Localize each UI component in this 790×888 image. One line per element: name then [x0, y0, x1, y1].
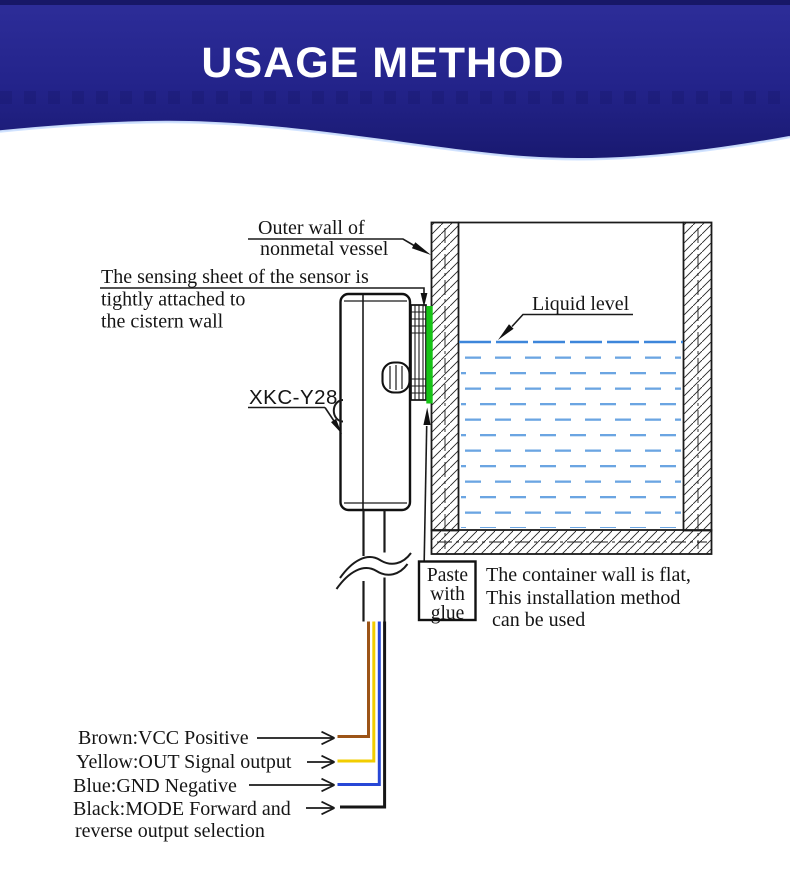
black-arrow: [306, 800, 335, 816]
outer-wall-label-line2: nonmetal vessel: [260, 238, 389, 260]
sensing-sheet-label-line1: The sensing sheet of the sensor is: [101, 266, 369, 288]
blue-arrow: [249, 777, 335, 793]
annotation-texts: Outer wall of nonmetal vessel The sensin…: [101, 217, 691, 631]
header-banner: USAGE METHOD: [0, 0, 790, 178]
annotation-leaders: [100, 238, 633, 561]
sensor: [332, 292, 433, 512]
sensor-cable-gland-bump: [332, 399, 344, 423]
page-title: USAGE METHOD: [201, 39, 565, 87]
liquid-level-leader: [511, 313, 633, 328]
liquid-level-label: Liquid level: [532, 293, 630, 315]
sensor-model-label: XKC-Y28: [249, 386, 338, 409]
sensing-strip: [426, 306, 433, 404]
model-arrowhead: [331, 418, 342, 434]
wire-black: [340, 621, 387, 809]
sensor-body: [339, 292, 412, 512]
yellow-arrow: [307, 754, 335, 770]
banner-top-strip: [0, 0, 790, 5]
wire-label-black-line1: Black:MODE Forward and: [73, 798, 291, 820]
wire-label-brown: Brown:VCC Positive: [78, 727, 249, 749]
wire-label-blue: Blue:GND Negative: [73, 775, 237, 797]
liquid: [459, 340, 683, 528]
paste-line1: Paste: [427, 565, 468, 586]
outer-wall-leader: [248, 238, 415, 247]
outer-wall-label-line1: Outer wall of: [258, 217, 365, 239]
brown-arrow: [257, 730, 335, 746]
sensing-sheet-leader: [100, 287, 425, 295]
cable-break-wave-upper: [339, 552, 412, 579]
wire-brown: [337, 621, 370, 738]
bracket-vertical-lines: [414, 305, 424, 400]
installation-note-line1: The container wall is flat,: [486, 564, 691, 586]
paste-leader: [423, 425, 428, 561]
bracket-bottom-flange-lines: [411, 378, 426, 394]
wire-yellow: [337, 621, 376, 763]
liquid-level-arrowhead: [498, 324, 514, 340]
paste-box: Paste with glue: [417, 560, 477, 624]
cable-break-wave-lower: [335, 563, 409, 590]
vessel-right-wall: [682, 221, 713, 532]
outer-wall-arrowhead: [411, 242, 431, 255]
wire-label-yellow: Yellow:OUT Signal output: [76, 751, 292, 773]
bracket-top-flange-lines: [411, 311, 426, 334]
banner-crenellation-strip: [0, 91, 790, 104]
wire-blue: [337, 621, 381, 786]
liquid-dashes: [461, 352, 681, 528]
wire-label-arrows: [249, 730, 335, 816]
paste-line3: glue: [431, 603, 465, 624]
wires: [337, 621, 387, 809]
model-leader: [324, 407, 335, 422]
sensing-sheet-arrowhead: [420, 293, 428, 307]
banner-wave-graphic: [0, 0, 790, 161]
banner-wave-highlight: [0, 120, 790, 161]
installation-note-line2: This installation method: [486, 587, 680, 609]
cable-outline: [362, 510, 386, 622]
sensing-sheet-label-line2: tightly attached to: [101, 289, 245, 311]
paste-arrowhead: [423, 407, 431, 425]
paste-box-frame: [417, 560, 477, 622]
knob-ridges: [389, 365, 403, 390]
banner-background: [0, 0, 790, 160]
installation-note-line3: can be used: [492, 609, 585, 631]
sensing-sheet-label-line3: the cistern wall: [101, 311, 224, 333]
wire-label-black-line2: reverse output selection: [75, 820, 265, 842]
wire-labels: Brown:VCC Positive Yellow:OUT Signal out…: [73, 727, 292, 842]
sensor-cable: [335, 510, 412, 622]
vessel: [430, 221, 713, 555]
paste-line2: with: [430, 584, 465, 605]
